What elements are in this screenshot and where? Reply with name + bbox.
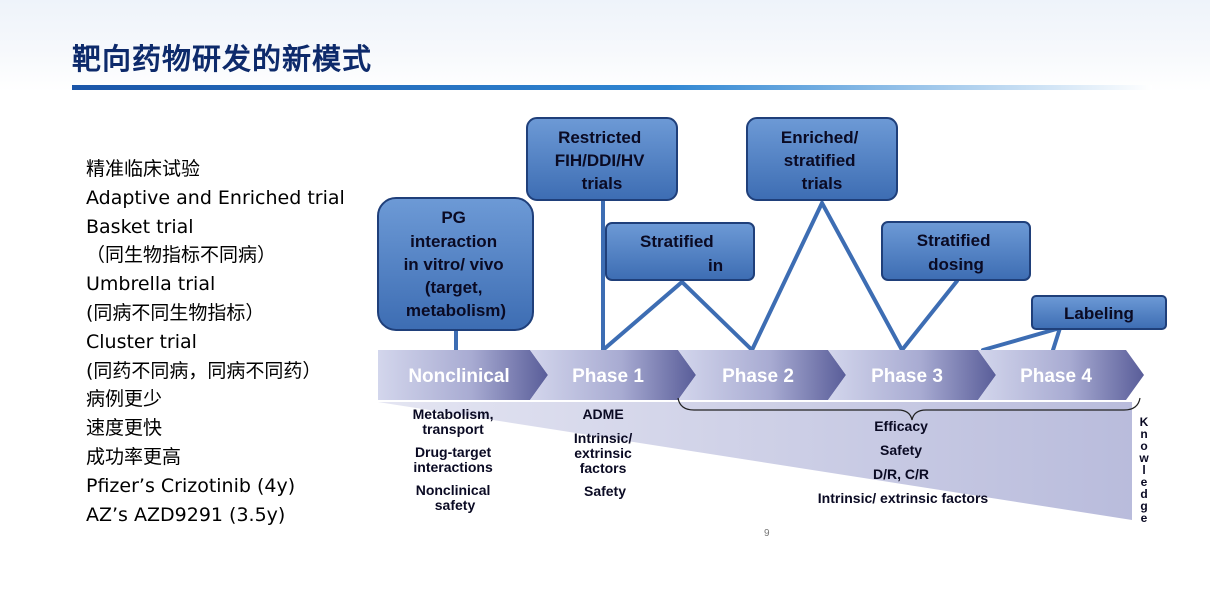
note-line: interactions	[413, 459, 493, 475]
box-line: in vitro/ vivo	[404, 255, 504, 274]
slide-title: 靶向药物研发的新模式	[72, 42, 373, 76]
phase-chevron	[978, 350, 1144, 400]
knowledge-wedge	[378, 402, 1132, 520]
trial-design-list: 精准临床试验 Adaptive and Enriched trial Baske…	[86, 155, 345, 529]
box-line: in	[708, 256, 723, 275]
svg-text:Labeling: Labeling	[1064, 304, 1134, 323]
phase-chevron	[678, 350, 846, 400]
box-line: interaction	[410, 232, 497, 251]
note-line: factors	[580, 460, 627, 476]
phase1-notes: ADME Intrinsic/ extrinsic factors Safety	[574, 406, 636, 499]
labeling-box: Labeling	[1031, 295, 1167, 330]
note-line: D/R, C/R	[873, 466, 929, 482]
pg-interaction-box: PG interaction in vitro/ vivo (target, m…	[377, 197, 534, 331]
list-item: 成功率更高	[86, 445, 182, 468]
svg-text:Restricted FIH/DDI/HV: Restricted FIH/DDI/HV trials	[555, 128, 649, 193]
list-item: (同病不同生物指标）	[86, 301, 265, 324]
phase-label-nonclinical: Nonclinical	[408, 366, 509, 387]
box-line: FIH/DDI/HV	[555, 151, 645, 170]
list-item: Pfizer’s Crizotinib (4y)	[86, 474, 296, 497]
stratified-in-box: Stratified in	[605, 222, 755, 281]
list-item: AZ’s AZD9291 (3.5y)	[86, 503, 286, 526]
efficacy-brace	[677, 397, 1141, 421]
box-line: (target,	[425, 278, 483, 297]
list-item: 精准临床试验	[86, 158, 201, 180]
note-line: extrinsic	[574, 445, 632, 461]
box-line: metabolism)	[406, 301, 506, 320]
box-line: dosing	[928, 255, 984, 274]
list-item: 速度更快	[86, 417, 163, 440]
note-line: Safety	[584, 483, 626, 499]
header-band	[0, 0, 1210, 92]
box-line: trials	[582, 174, 623, 193]
box-line: Restricted	[558, 128, 641, 147]
note-line: Efficacy	[874, 418, 928, 434]
note-line: Intrinsic/ extrinsic factors	[818, 490, 989, 506]
list-item: Cluster trial	[86, 330, 197, 353]
stratified-dosing-box: Stratified dosing	[881, 221, 1031, 281]
list-item: (同药不同病，同病不同药）	[86, 359, 322, 382]
enriched-connector	[750, 198, 904, 352]
box-line: PG	[441, 208, 466, 227]
labeling-connector	[981, 325, 1064, 352]
note-line: Drug-target	[415, 444, 492, 460]
restricted-trials-box: Restricted FIH/DDI/HV trials	[526, 117, 678, 201]
title-underline	[72, 85, 1152, 90]
box-line: Stratified	[640, 232, 714, 251]
box-line: stratified	[784, 151, 856, 170]
phase-chevron	[378, 350, 548, 400]
note-line: safety	[435, 497, 476, 513]
note-line: Intrinsic/	[574, 430, 632, 446]
phase-chevron	[828, 350, 996, 400]
note-line: transport	[422, 421, 484, 437]
note-line: Metabolism,	[413, 406, 494, 422]
list-item: （同生物指标不同病）	[86, 244, 277, 267]
phase-label-phase3: Phase 3	[871, 366, 943, 387]
phase-arrow-row: Nonclinical Phase 1 Phase 2 Phase 3 Phas…	[378, 350, 1144, 400]
svg-text:Stratified dosing: Stratified dosing	[917, 231, 995, 274]
box-line: Stratified	[917, 231, 991, 250]
list-item: Adaptive and Enriched trial	[86, 186, 345, 209]
svg-text:PG interaction in: PG interaction in vitro/ vivo (target, m…	[404, 208, 509, 320]
svg-text:Stratified in: Stratified in	[640, 232, 723, 275]
phase-chevron	[530, 350, 696, 400]
knowledge-label: Knowledge	[1137, 415, 1151, 523]
note-line: Safety	[880, 442, 922, 458]
note-line: ADME	[582, 406, 623, 422]
svg-text:Enriched/ stratified: Enriched/ stratified trials	[781, 128, 863, 193]
stratified-dosing-connector	[900, 279, 959, 352]
enriched-stratified-box: Enriched/ stratified trials	[746, 117, 898, 201]
later-phase-notes: Efficacy Safety D/R, C/R Intrinsic/ extr…	[818, 418, 989, 506]
stratified-in-connector	[601, 279, 754, 352]
page-number: 9	[764, 528, 770, 539]
phase-label-phase2: Phase 2	[722, 366, 794, 387]
list-item: Basket trial	[86, 215, 194, 238]
list-item: Umbrella trial	[86, 273, 216, 296]
list-item: 病例更少	[86, 388, 163, 411]
box-line: trials	[802, 174, 843, 193]
phase-label-phase4: Phase 4	[1020, 366, 1092, 387]
box-line: Enriched/	[781, 128, 859, 147]
phase-label-phase1: Phase 1	[572, 366, 644, 387]
note-line: Nonclinical	[416, 482, 491, 498]
nonclinical-notes: Metabolism, transport Drug-target intera…	[413, 406, 498, 513]
box-line: Labeling	[1064, 304, 1134, 323]
